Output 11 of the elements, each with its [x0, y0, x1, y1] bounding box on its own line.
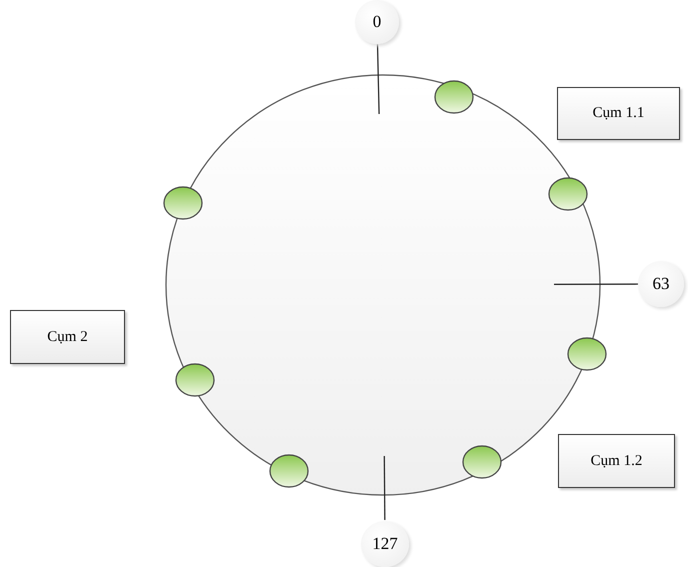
- ring-node-dot: [163, 186, 203, 220]
- tick-line: [554, 283, 638, 285]
- tick-line: [384, 456, 386, 520]
- tick-line: [376, 44, 380, 114]
- cluster-label: Cụm 2: [10, 310, 125, 364]
- position-label: 63: [638, 261, 684, 307]
- cluster-label: Cụm 1.2: [558, 434, 675, 488]
- cluster-label: Cụm 1.1: [557, 87, 680, 140]
- ring-node-dot: [567, 337, 607, 371]
- position-label: 0: [355, 0, 399, 44]
- position-label: 127: [361, 521, 409, 567]
